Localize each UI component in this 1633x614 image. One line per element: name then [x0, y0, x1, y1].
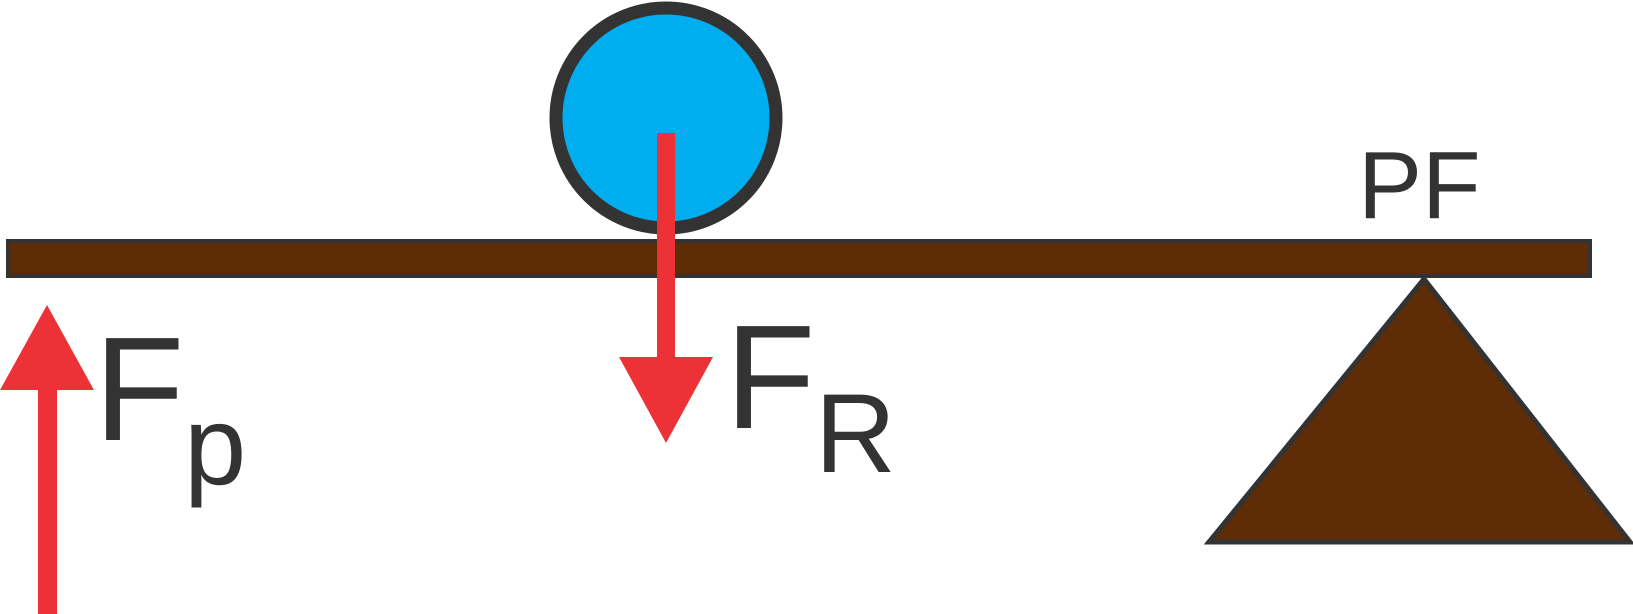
load-force-subscript: R — [815, 371, 896, 496]
effort-force-label: F — [94, 307, 184, 472]
lever-beam — [6, 239, 1592, 278]
effort-force-subscript: p — [184, 383, 246, 508]
load-arrow-shaft — [657, 133, 675, 370]
load-arrow-head — [619, 357, 713, 443]
effort-arrow-shaft — [38, 385, 57, 614]
fulcrum-label: PF — [1358, 132, 1481, 239]
effort-arrow-head — [0, 305, 94, 390]
load-force-label: F — [725, 295, 815, 460]
fulcrum-triangle — [1203, 274, 1633, 545]
